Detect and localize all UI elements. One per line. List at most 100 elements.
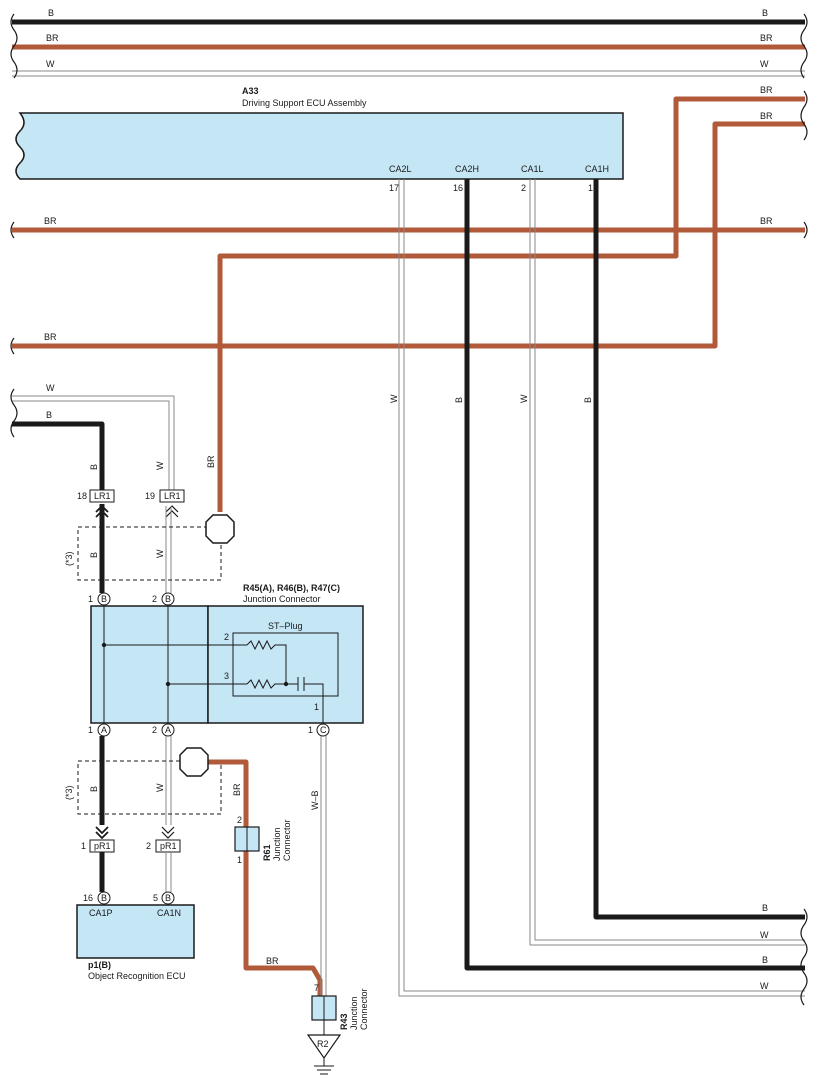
r61-line1: Junction — [272, 827, 282, 861]
a33-output-wires — [398, 179, 805, 997]
break-mark-right-bottom — [800, 908, 808, 1006]
connector-pr1-pin-1: 1 — [81, 841, 86, 851]
wire-wb-label: W–B — [310, 790, 320, 810]
r61-pin-bottom: 1 — [237, 855, 242, 865]
r61-pin-top: 2 — [237, 815, 242, 825]
wire-ca1l-w-b — [534, 179, 805, 941]
ecu-a33-pin-ca1h: CA1H — [585, 164, 609, 174]
ground-icon — [314, 1058, 334, 1075]
break-mark-right — [800, 13, 808, 79]
chevron-up-icon — [165, 505, 179, 518]
r43-line1: Junction — [349, 996, 359, 1030]
connector-lr1-pin-19: 19 — [145, 491, 155, 501]
break-mark-left-in — [10, 388, 18, 438]
ecu-a33-pin-no-1: 1 — [588, 183, 593, 193]
junction-pin-a2-letter: A — [165, 725, 171, 735]
wire-ca2l-w-b — [403, 179, 805, 992]
connector-lr1-left-box — [89, 489, 115, 503]
junction-pin-a2 — [161, 723, 175, 737]
right-out-label-b2: B — [762, 955, 768, 965]
junction-pin-a1-letter: A — [101, 725, 107, 735]
junction-pin-a2-no: 2 — [152, 725, 157, 735]
junction-pin-b2 — [161, 592, 175, 606]
ground-triangle — [306, 1034, 342, 1060]
r43-pin: 7 — [314, 983, 319, 993]
br-bottom-label: BR — [266, 956, 279, 966]
connector-lr1-left-label: LR1 — [94, 491, 111, 501]
right-out-label-w2: W — [760, 981, 769, 991]
p1-pin-16-letter: B — [101, 893, 107, 903]
top-bus — [10, 13, 808, 79]
br-label-lower-left: BR — [44, 332, 57, 342]
br-wires — [12, 96, 805, 512]
ecu-a33-pin-ca1l: CA1L — [521, 164, 544, 174]
left-in-label-b-vertical: B — [89, 464, 99, 470]
wire-label-ca2h: B — [454, 397, 464, 403]
left-wire-w-b — [12, 400, 170, 490]
junction-code: R45(A), R46(B), R47(C) — [243, 583, 340, 593]
junction-pin-c1 — [316, 723, 330, 737]
r61-wire-label: BR — [232, 783, 242, 796]
connector-pr1: pR1 pR1 1 2 — [81, 826, 181, 853]
ecu-a33-code: A33 — [242, 86, 259, 96]
left-input-wires — [12, 395, 175, 490]
right-out-label-w1: W — [760, 930, 769, 940]
connector-lr1-right-label: LR1 — [164, 491, 181, 501]
wire-ca2h-b — [464, 179, 805, 971]
br-label-mid-left: BR — [44, 216, 57, 226]
connector-pr1-left-label: pR1 — [94, 841, 111, 851]
br-label-right-top-2: BR — [760, 111, 773, 121]
wire-ca1l-w — [529, 179, 805, 946]
star3-box-top — [77, 526, 222, 581]
r61-code: R61 — [262, 844, 272, 861]
resistor-top — [246, 639, 287, 684]
junction-dot — [283, 681, 289, 687]
connector-pr1-pin-2: 2 — [146, 841, 151, 851]
wire-label-ca2l: W — [389, 394, 399, 403]
ground-label: R2 — [317, 1039, 329, 1049]
bus-label-b-right: B — [762, 8, 768, 18]
connector-lr1-pin-18: 18 — [77, 491, 87, 501]
resistor-bottom — [246, 678, 298, 690]
left-wire-w-a — [12, 395, 175, 490]
ecu-p1-label-ca1p: CA1P — [89, 908, 113, 918]
ecu-a33-pin-no-17: 17 — [389, 183, 399, 193]
bus-label-b-left: B — [48, 8, 54, 18]
st-plug-pin-3: 3 — [224, 671, 229, 681]
bus-label-w-right: W — [760, 59, 769, 69]
bus-label-br-left: BR — [46, 33, 59, 43]
connector-lr1: LR1 LR1 18 19 — [77, 489, 185, 518]
star3-top-label-b: B — [89, 552, 99, 558]
junction-pin-b1-letter: B — [101, 594, 107, 604]
br-label-right-top-1: BR — [760, 85, 773, 95]
st-plug-box — [232, 632, 339, 697]
wire-ca2l-w — [398, 179, 805, 997]
break-mark-br-mid-right — [803, 221, 808, 239]
break-mark-br-lower-left — [10, 337, 15, 355]
p1-pin-16-no: 16 — [83, 893, 93, 903]
star3-bottom-note: (*3) — [64, 785, 74, 800]
wire-ca1h-b — [593, 179, 805, 920]
p1-pin-5-letter: B — [165, 893, 171, 903]
junction-pin-b1-no: 1 — [88, 594, 93, 604]
star3-box-bottom — [77, 760, 222, 815]
splice-octagon-bottom — [179, 747, 209, 777]
junction-box-left — [90, 605, 209, 724]
r43-code: R43 — [339, 1013, 349, 1030]
br-label-vertical: BR — [206, 455, 216, 468]
r61-line2: Connector — [282, 819, 292, 861]
junction-pin-b2-no: 2 — [152, 594, 157, 604]
ecu-a33-pin-no-2: 2 — [521, 183, 526, 193]
p1-pin-5-no: 5 — [153, 893, 158, 903]
junction-pin-b2-letter: B — [165, 594, 171, 604]
st-plug-pin-2: 2 — [224, 632, 229, 642]
connector-pr1-right-label: pR1 — [160, 841, 177, 851]
br-wire-lower-route — [12, 121, 805, 349]
junction-internal — [103, 606, 339, 723]
br-wire-upper-route — [217, 96, 805, 512]
st-plug-label: ST–Plug — [268, 621, 303, 631]
break-mark-left — [10, 13, 18, 79]
r43-line2: Connector — [359, 988, 369, 1030]
st-plug-pin-1: 1 — [314, 702, 319, 712]
